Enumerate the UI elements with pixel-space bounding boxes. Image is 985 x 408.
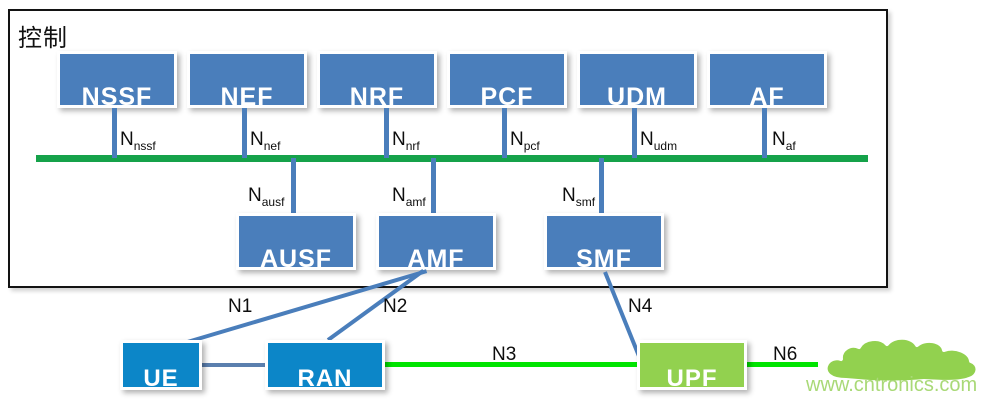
- node-af-label: AF: [749, 83, 785, 108]
- node-nef[interactable]: NEF: [187, 51, 307, 108]
- stub-smf: [599, 158, 604, 214]
- label-n1: N1: [228, 296, 253, 317]
- label-n3: N3: [492, 344, 517, 365]
- interface-sub-npcf: pcf: [523, 138, 540, 153]
- interface-sub-namf: amf: [405, 194, 426, 209]
- stub-ausf: [291, 158, 296, 214]
- node-upf[interactable]: UPF: [637, 340, 747, 390]
- interface-sub-nudm: udm: [653, 138, 678, 153]
- node-ausf-label: AUSF: [259, 245, 333, 270]
- interface-label-namf: Namf: [392, 186, 426, 208]
- service-based-interface-bus: [36, 155, 868, 162]
- interface-letter-npcf: N: [510, 129, 524, 150]
- node-udm[interactable]: UDM: [577, 51, 697, 108]
- stub-af: [762, 108, 767, 158]
- interface-sub-nnrf: nrf: [405, 138, 420, 153]
- stub-nrf: [384, 108, 389, 158]
- interface-label-nudm: Nudm: [640, 130, 677, 152]
- interface-letter-nausf: N: [248, 185, 262, 206]
- label-n6: N6: [773, 344, 798, 365]
- stub-amf: [431, 158, 436, 214]
- watermark: www.cntronics.com: [806, 374, 978, 396]
- interface-letter-nsmf: N: [562, 185, 576, 206]
- interface-sub-nnef: nef: [263, 138, 281, 153]
- node-nssf-label: NSSF: [81, 83, 153, 108]
- interface-sub-nnssf: nssf: [133, 138, 156, 153]
- node-pcf-label: PCF: [480, 83, 534, 108]
- node-nef-label: NEF: [220, 83, 274, 108]
- node-smf-label: SMF: [576, 245, 632, 270]
- interface-sub-nsmf: smf: [575, 194, 596, 209]
- label-n4: N4: [628, 296, 653, 317]
- interface-letter-nnrf: N: [392, 129, 406, 150]
- node-ue[interactable]: UE: [120, 340, 202, 390]
- stub-nef: [242, 108, 247, 158]
- data-network-cloud: [820, 334, 982, 390]
- node-amf[interactable]: AMF: [376, 213, 496, 270]
- interface-label-nsmf: Nsmf: [562, 186, 595, 208]
- stub-udm: [632, 108, 637, 158]
- link-n6: [746, 362, 818, 367]
- interface-letter-nudm: N: [640, 129, 654, 150]
- interface-label-npcf: Npcf: [510, 130, 540, 152]
- node-af[interactable]: AF: [707, 51, 827, 108]
- node-nrf-label: NRF: [349, 83, 405, 108]
- interface-letter-nnssf: N: [120, 129, 134, 150]
- node-ran-label: RAN: [297, 365, 353, 390]
- link-ue-ran: [200, 363, 267, 367]
- node-amf-label: AMF: [407, 245, 465, 270]
- node-nrf[interactable]: NRF: [317, 51, 437, 108]
- interface-label-naf: Naf: [772, 130, 796, 152]
- interface-label-nnrf: Nnrf: [392, 130, 420, 152]
- node-upf-label: UPF: [666, 365, 718, 390]
- interface-label-nausf: Nausf: [248, 186, 284, 208]
- interface-label-nnef: Nnef: [250, 130, 280, 152]
- node-pcf[interactable]: PCF: [447, 51, 567, 108]
- interface-label-nnssf: Nnssf: [120, 130, 156, 152]
- node-ue-label: UE: [143, 365, 179, 390]
- interface-letter-naf: N: [772, 129, 786, 150]
- interface-letter-nnef: N: [250, 129, 264, 150]
- interface-sub-nausf: ausf: [261, 194, 285, 209]
- interface-letter-namf: N: [392, 185, 406, 206]
- node-ran[interactable]: RAN: [265, 340, 385, 390]
- node-ausf[interactable]: AUSF: [236, 213, 356, 270]
- link-n3: [383, 362, 639, 367]
- stub-pcf: [502, 108, 507, 158]
- node-smf[interactable]: SMF: [544, 213, 664, 270]
- stub-nssf: [112, 108, 117, 158]
- node-nssf[interactable]: NSSF: [57, 51, 177, 108]
- node-udm-label: UDM: [607, 83, 667, 108]
- label-n2: N2: [383, 296, 408, 317]
- interface-sub-naf: af: [785, 138, 796, 153]
- control-plane-label: 控制: [18, 26, 68, 52]
